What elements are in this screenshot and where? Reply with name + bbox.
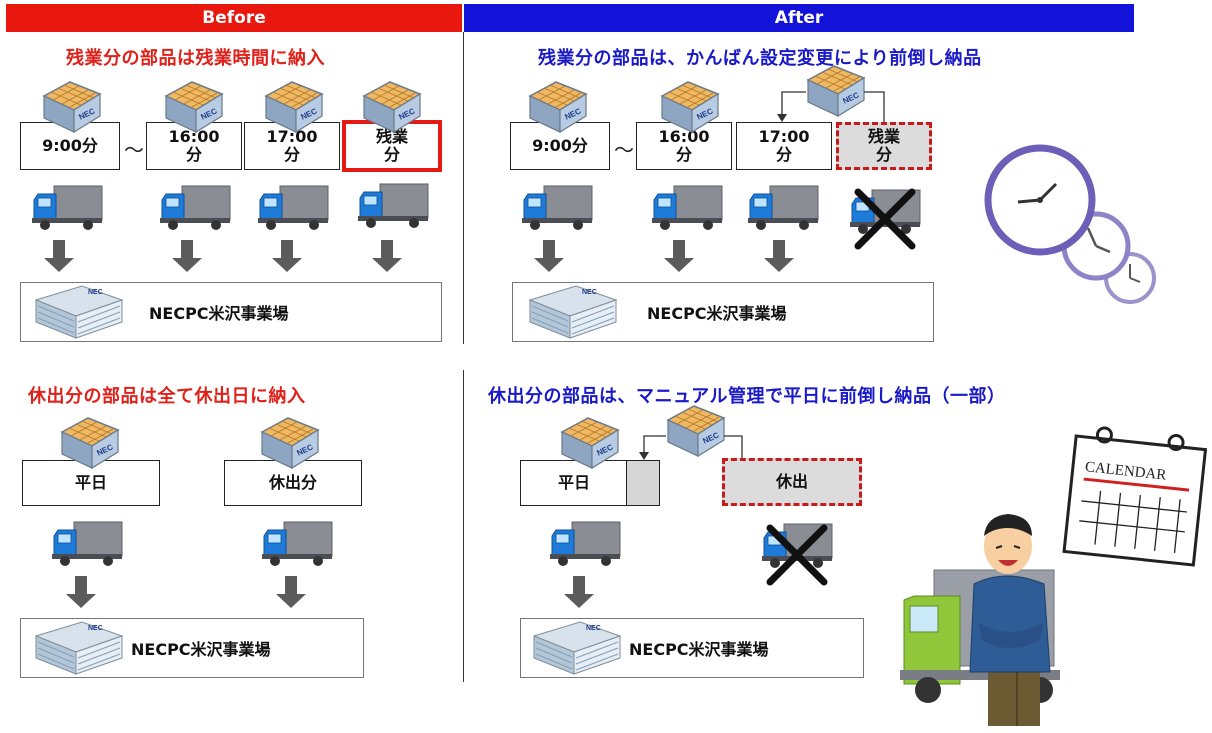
slot-weekday: 平日 <box>22 460 160 506</box>
truck-icon <box>549 521 621 567</box>
slot-16-00: 16:00 分 <box>636 122 732 170</box>
worker-icon <box>900 514 1060 726</box>
slot-17-00: 17:00 分 <box>736 122 832 170</box>
factory-label: NECPC米沢事業場 <box>131 640 271 659</box>
parts-box-icon <box>43 81 101 133</box>
tilde: ～ <box>614 138 634 162</box>
divider-top <box>463 32 464 344</box>
truck-icon <box>651 185 723 231</box>
down-arrow-icon <box>172 240 202 272</box>
calendar-icon: CALENDAR <box>1062 426 1208 567</box>
bottom-left-heading: 休出分の部品は全て休出日に納入 <box>28 386 306 407</box>
slot-holiday-moved: 休出 <box>722 458 862 506</box>
truck-icon <box>31 185 103 231</box>
factory-label: NECPC米沢事業場 <box>629 640 769 659</box>
factory-icon <box>35 285 123 339</box>
down-arrow-icon <box>664 240 694 272</box>
factory-label: NECPC米沢事業場 <box>647 304 787 323</box>
parts-box-icon <box>529 81 587 133</box>
factory-icon <box>533 621 621 675</box>
divider-bottom <box>463 370 464 682</box>
down-arrow-icon <box>372 240 402 272</box>
before-header: Before <box>6 4 462 32</box>
truck-icon <box>257 185 329 231</box>
top-left-heading: 残業分の部品は残業時間に納入 <box>66 48 325 69</box>
down-arrow-icon <box>272 240 302 272</box>
truck-icon <box>747 185 819 231</box>
slot-weekday: 平日 <box>520 460 628 506</box>
parts-box-icon <box>561 417 619 469</box>
down-arrow-icon <box>764 240 794 272</box>
parts-box-icon <box>261 417 319 469</box>
truck-icon <box>357 183 429 229</box>
down-arrow-icon <box>276 576 306 608</box>
slot-overtime-moved: 残業 分 <box>836 122 932 170</box>
tilde: ～ <box>124 138 144 162</box>
parts-box-icon <box>265 81 323 133</box>
truck-icon <box>261 521 333 567</box>
bottom-right-heading: 休出分の部品は、マニュアル管理で平日に前倒し納品（一部） <box>488 386 1006 407</box>
reroute-arrowhead <box>777 114 787 122</box>
after-header: After <box>464 4 1134 32</box>
factory-icon <box>529 285 617 339</box>
reroute-arrow <box>781 91 885 122</box>
truck-icon <box>521 185 593 231</box>
clock-icon <box>984 144 1156 304</box>
factory-icon <box>35 621 123 675</box>
down-arrow-icon <box>66 576 96 608</box>
parts-box-icon <box>165 81 223 133</box>
parts-box-icon <box>363 81 421 133</box>
down-arrow-icon <box>44 240 74 272</box>
slot-weekday-extension <box>626 460 660 506</box>
top-right-heading: 残業分の部品は、かんばん設定変更により前倒し納品 <box>538 48 982 69</box>
down-arrow-icon <box>534 240 564 272</box>
reroute-arrow <box>643 435 743 458</box>
parts-box-icon <box>61 417 119 469</box>
parts-box-icon <box>661 81 719 133</box>
down-arrow-icon <box>564 576 594 608</box>
truck-icon <box>51 521 123 567</box>
factory-label: NECPC米沢事業場 <box>149 304 289 323</box>
truck-icon <box>159 185 231 231</box>
reroute-arrowhead <box>639 452 649 460</box>
parts-box-icon <box>807 65 865 117</box>
parts-box-icon <box>667 405 725 457</box>
